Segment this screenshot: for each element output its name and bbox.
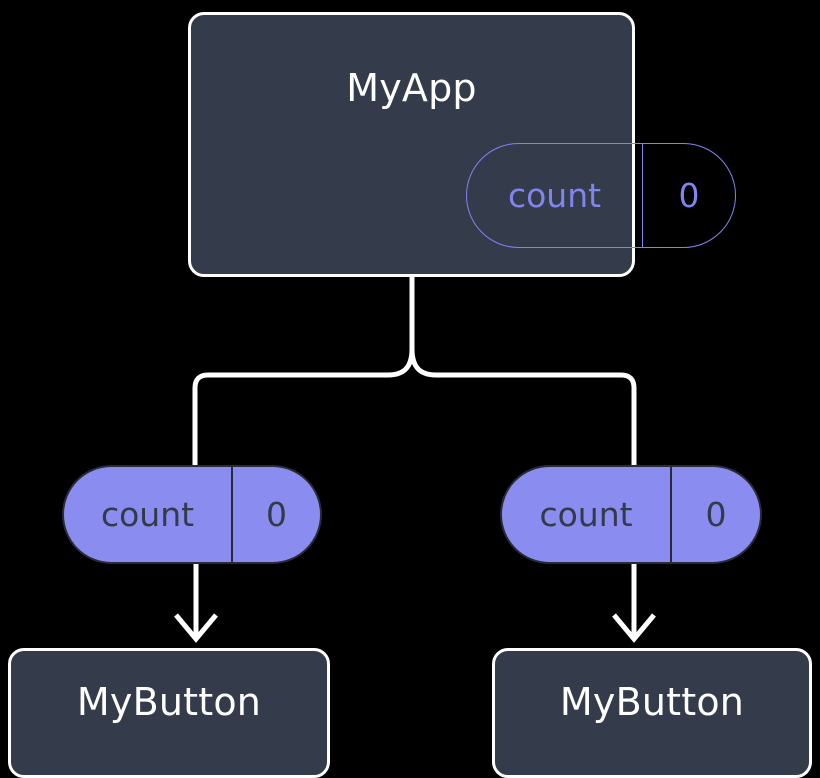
- prop-pill-count-left[interactable]: count 0: [62, 465, 322, 564]
- state-pill-count[interactable]: count 0: [466, 143, 736, 248]
- prop-pill-value: 0: [670, 467, 760, 562]
- node-mybutton-label: MyButton: [76, 680, 262, 724]
- state-pill-value: 0: [642, 144, 735, 247]
- arrow-head-left-icon: [174, 613, 218, 643]
- prop-pill-key: count: [100, 495, 195, 534]
- prop-pill-key: count: [539, 495, 633, 534]
- arrow-head-right-icon: [612, 613, 656, 643]
- node-mybutton-left[interactable]: MyButton: [8, 648, 330, 778]
- node-mybutton-right[interactable]: MyButton: [492, 648, 812, 778]
- prop-pill-count-right[interactable]: count 0: [500, 465, 762, 564]
- node-mybutton-label: MyButton: [559, 680, 745, 724]
- node-myapp[interactable]: MyApp count 0: [188, 12, 736, 277]
- connector-branch-left: [192, 348, 415, 466]
- node-myapp-label: MyApp: [346, 66, 477, 110]
- state-pill-key: count: [507, 176, 602, 215]
- connector-branch-right: [409, 348, 637, 466]
- prop-pill-value: 0: [231, 467, 320, 562]
